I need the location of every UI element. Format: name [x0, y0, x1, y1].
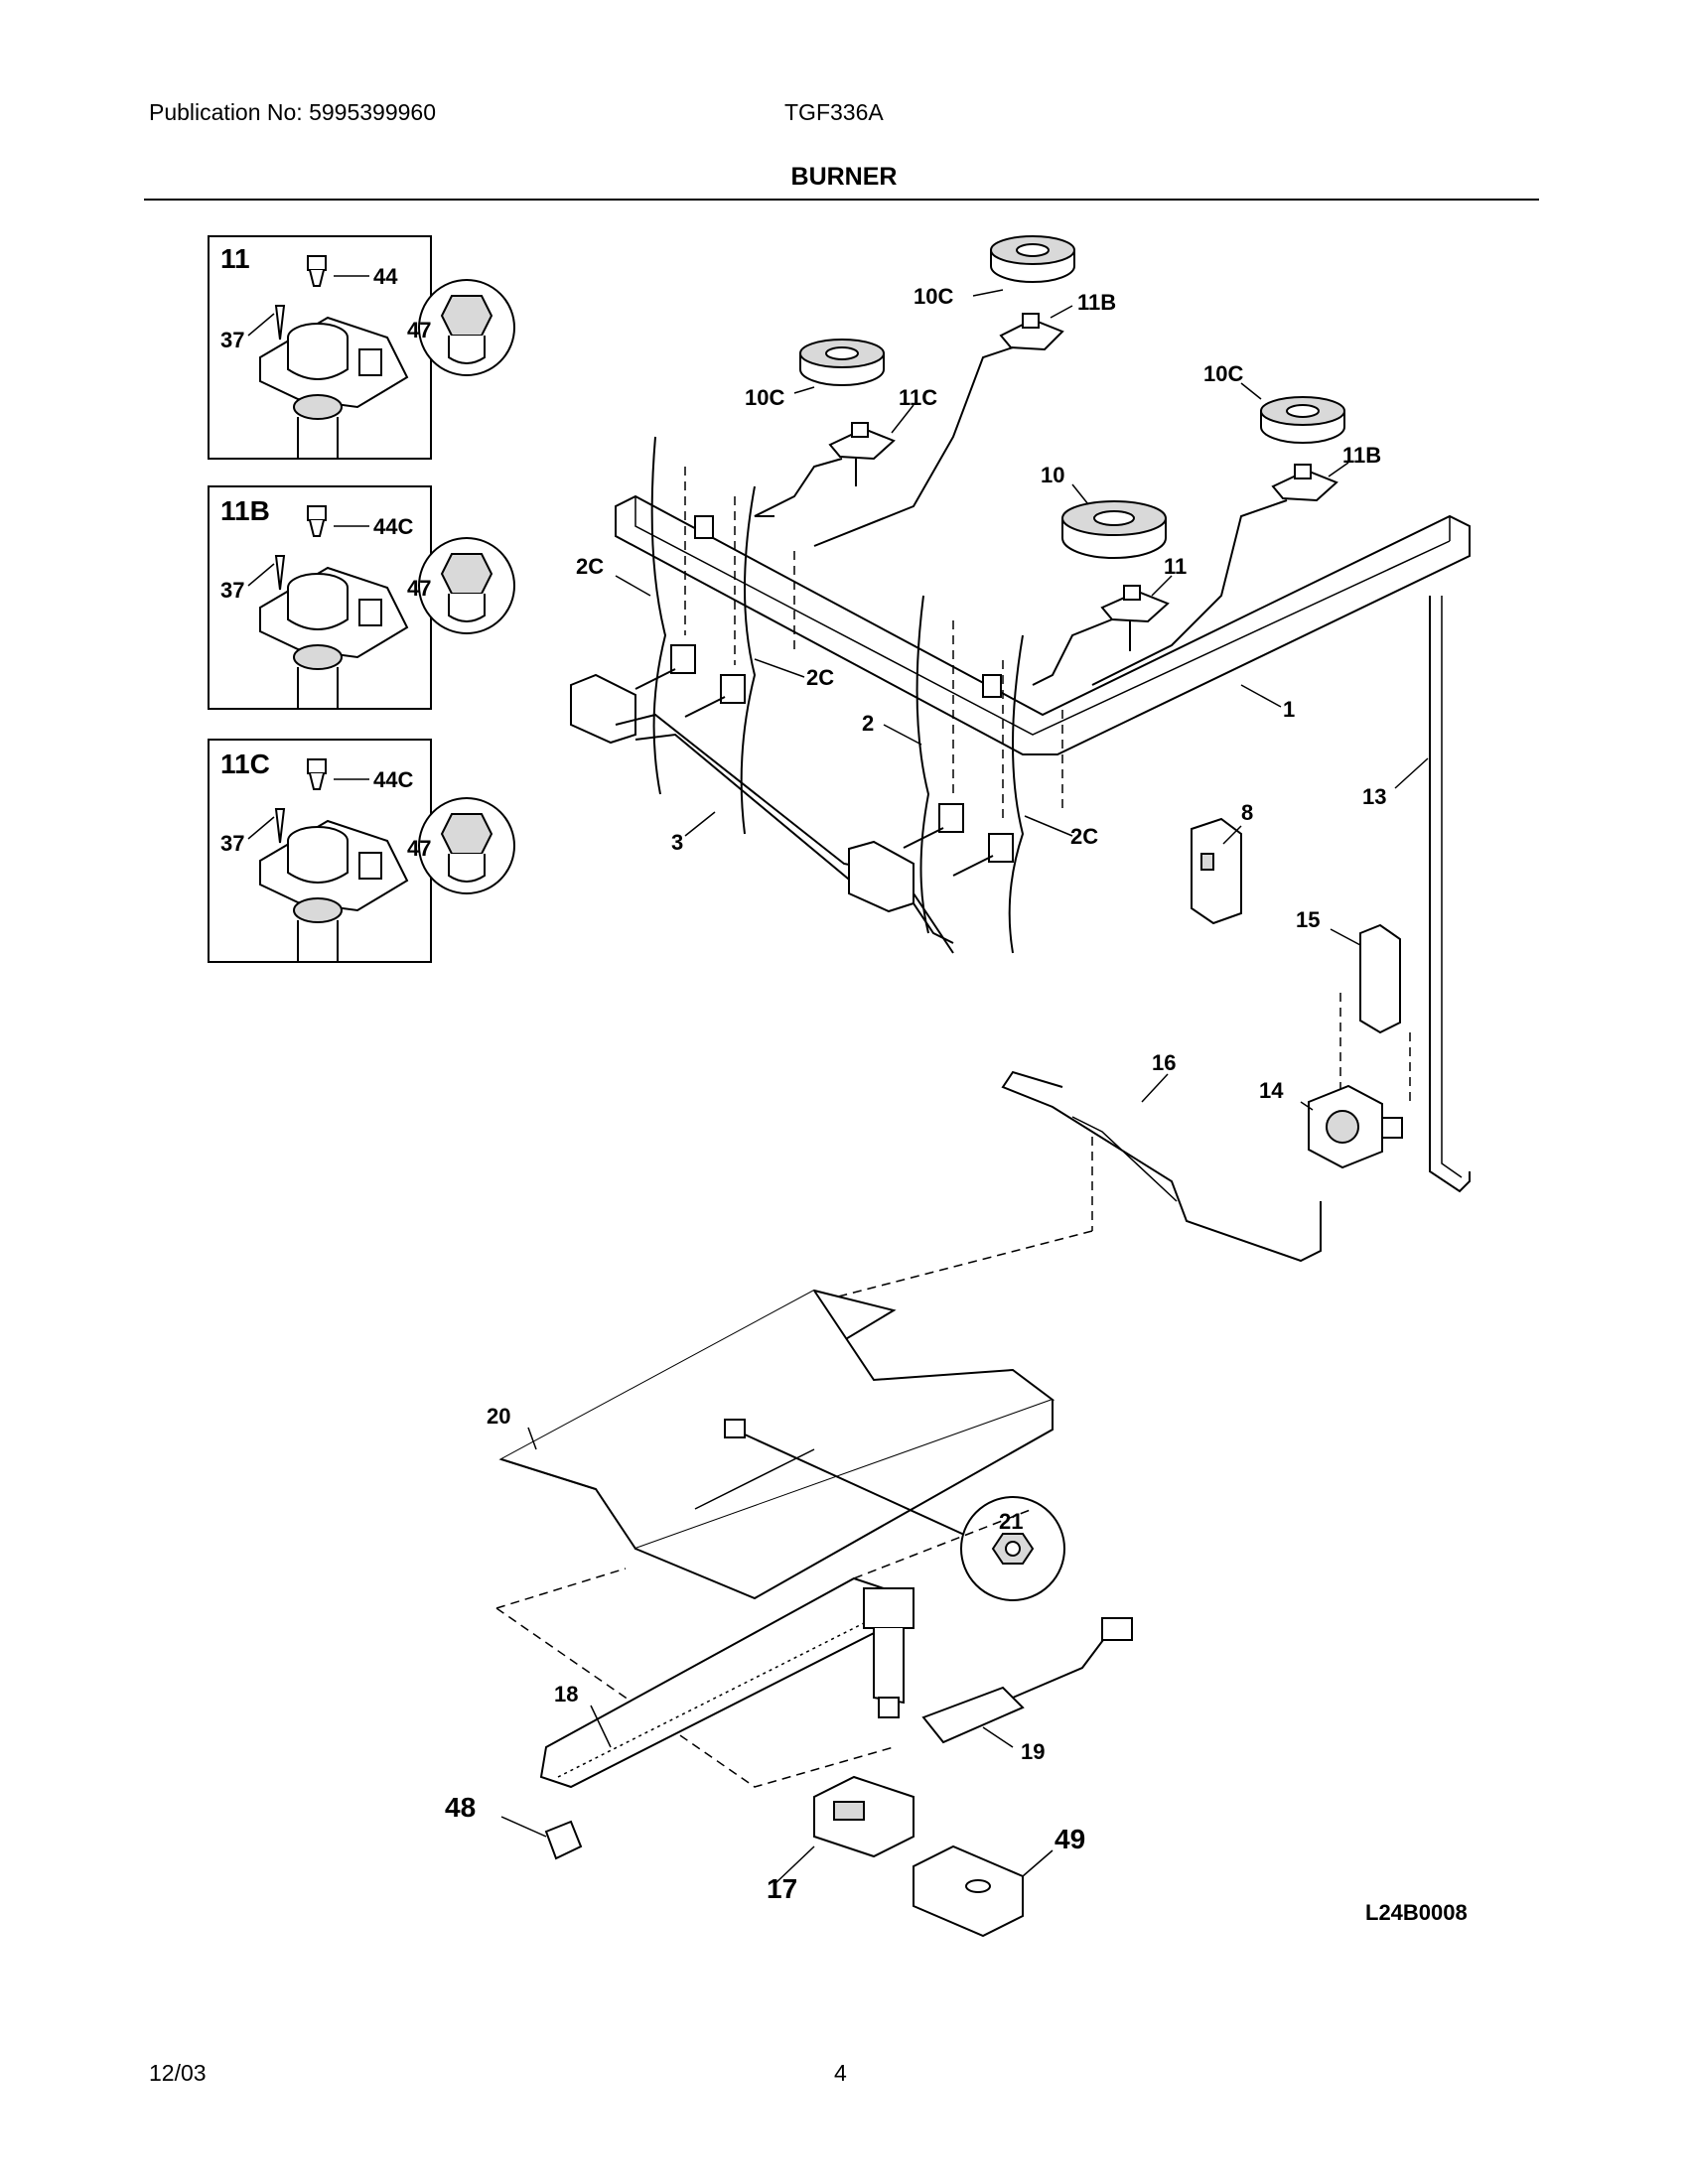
gas-valve-left-pair — [634, 436, 795, 835]
callout-16: 16 — [1152, 1050, 1176, 1075]
callout-11b-right: 11B — [1342, 443, 1381, 468]
model-number: TGF336A — [784, 99, 884, 125]
callout-21: 21 — [999, 1509, 1023, 1534]
callout-14: 14 — [1259, 1078, 1284, 1103]
spark-module — [1191, 817, 1242, 925]
callout-3: 3 — [671, 830, 683, 855]
nut-21 — [724, 1419, 1065, 1601]
gas-valve-right-pair — [903, 595, 1063, 954]
inset-box-11: 11 44 37 47 — [208, 235, 515, 460]
tube-top-burner — [813, 346, 1014, 547]
burner-head-10c-left — [799, 339, 885, 386]
oven-baffle — [498, 1289, 1055, 1600]
inset-label-47: 47 — [407, 318, 431, 342]
callout-2c-mid: 2C — [806, 665, 834, 690]
inset-label-37-b: 37 — [220, 578, 244, 603]
callout-20: 20 — [487, 1404, 510, 1429]
inset-box-11c: 11C 44C 37 47 — [208, 739, 515, 963]
callout-48: 48 — [445, 1792, 476, 1823]
inset-label-47-c: 47 — [407, 836, 431, 861]
callout-11: 11 — [1164, 554, 1187, 579]
callout-19: 19 — [1021, 1739, 1045, 1764]
assembly-guide-lines — [495, 1508, 1034, 1788]
diagram-code: L24B0008 — [1365, 1900, 1468, 1925]
callout-15: 15 — [1296, 907, 1320, 932]
gas-tube-13 — [1429, 596, 1471, 1193]
inset-title-11: 11 — [220, 243, 250, 274]
gas-tube-16 — [1001, 1070, 1322, 1263]
tube-right-burner — [1091, 499, 1288, 686]
bracket-48 — [500, 1816, 583, 1860]
safety-valve — [813, 1775, 914, 1858]
callout-11c: 11C — [899, 385, 937, 410]
callout-2c-left: 2C — [576, 554, 604, 579]
inset-label-37-c: 37 — [220, 831, 244, 856]
leader-lines — [527, 289, 1429, 1885]
inset-label-44c-c: 44C — [373, 767, 413, 792]
valve-11b-top — [999, 313, 1064, 351]
callout-8: 8 — [1241, 800, 1253, 825]
callout-2c-right: 2C — [1070, 824, 1098, 849]
valve-11c — [828, 422, 896, 486]
callout-18: 18 — [554, 1682, 578, 1706]
callout-11b-top: 11B — [1077, 290, 1116, 315]
inset-box-11b: 11B 44C 37 47 — [208, 485, 515, 710]
shield-49 — [913, 1844, 1024, 1938]
callout-1: 1 — [1283, 697, 1295, 722]
valve-11b-right — [1271, 464, 1338, 502]
callout-49: 49 — [1055, 1824, 1085, 1854]
callout-17: 17 — [767, 1873, 797, 1904]
manifold-frame — [615, 494, 1471, 755]
inset-label-37: 37 — [220, 328, 244, 352]
inset-label-44: 44 — [373, 264, 398, 289]
bake-burner — [539, 1576, 914, 1789]
tube-left-burner — [754, 458, 843, 517]
publication-date: 12/03 — [149, 2060, 207, 2086]
oven-igniter — [921, 1617, 1133, 1744]
publication-number: Publication No: 5995399960 — [149, 99, 437, 125]
callout-13: 13 — [1362, 784, 1386, 809]
callout-10c-right: 10C — [1203, 361, 1243, 386]
callout-2: 2 — [862, 711, 874, 736]
valve-bracket-rail — [570, 673, 954, 954]
regulator-bracket — [1339, 923, 1411, 1102]
burner-head-10c-top — [990, 235, 1075, 283]
inset-title-11b: 11B — [220, 495, 270, 526]
burner-head-10 — [1061, 500, 1167, 559]
callout-10c-top: 10C — [914, 284, 953, 309]
inset-title-11c: 11C — [220, 749, 270, 779]
burner-head-10c-right — [1260, 396, 1345, 444]
section-title: BURNER — [790, 163, 898, 191]
page-number: 4 — [834, 2060, 847, 2086]
callout-10c-left: 10C — [745, 385, 784, 410]
header-divider — [144, 199, 1539, 201]
valve-11 — [1100, 585, 1170, 651]
tube-center-burner — [1032, 618, 1113, 686]
inset-label-44c-b: 44C — [373, 514, 413, 539]
callout-10: 10 — [1041, 463, 1064, 487]
inset-label-47-b: 47 — [407, 576, 431, 601]
pressure-regulator — [1308, 1084, 1403, 1169]
